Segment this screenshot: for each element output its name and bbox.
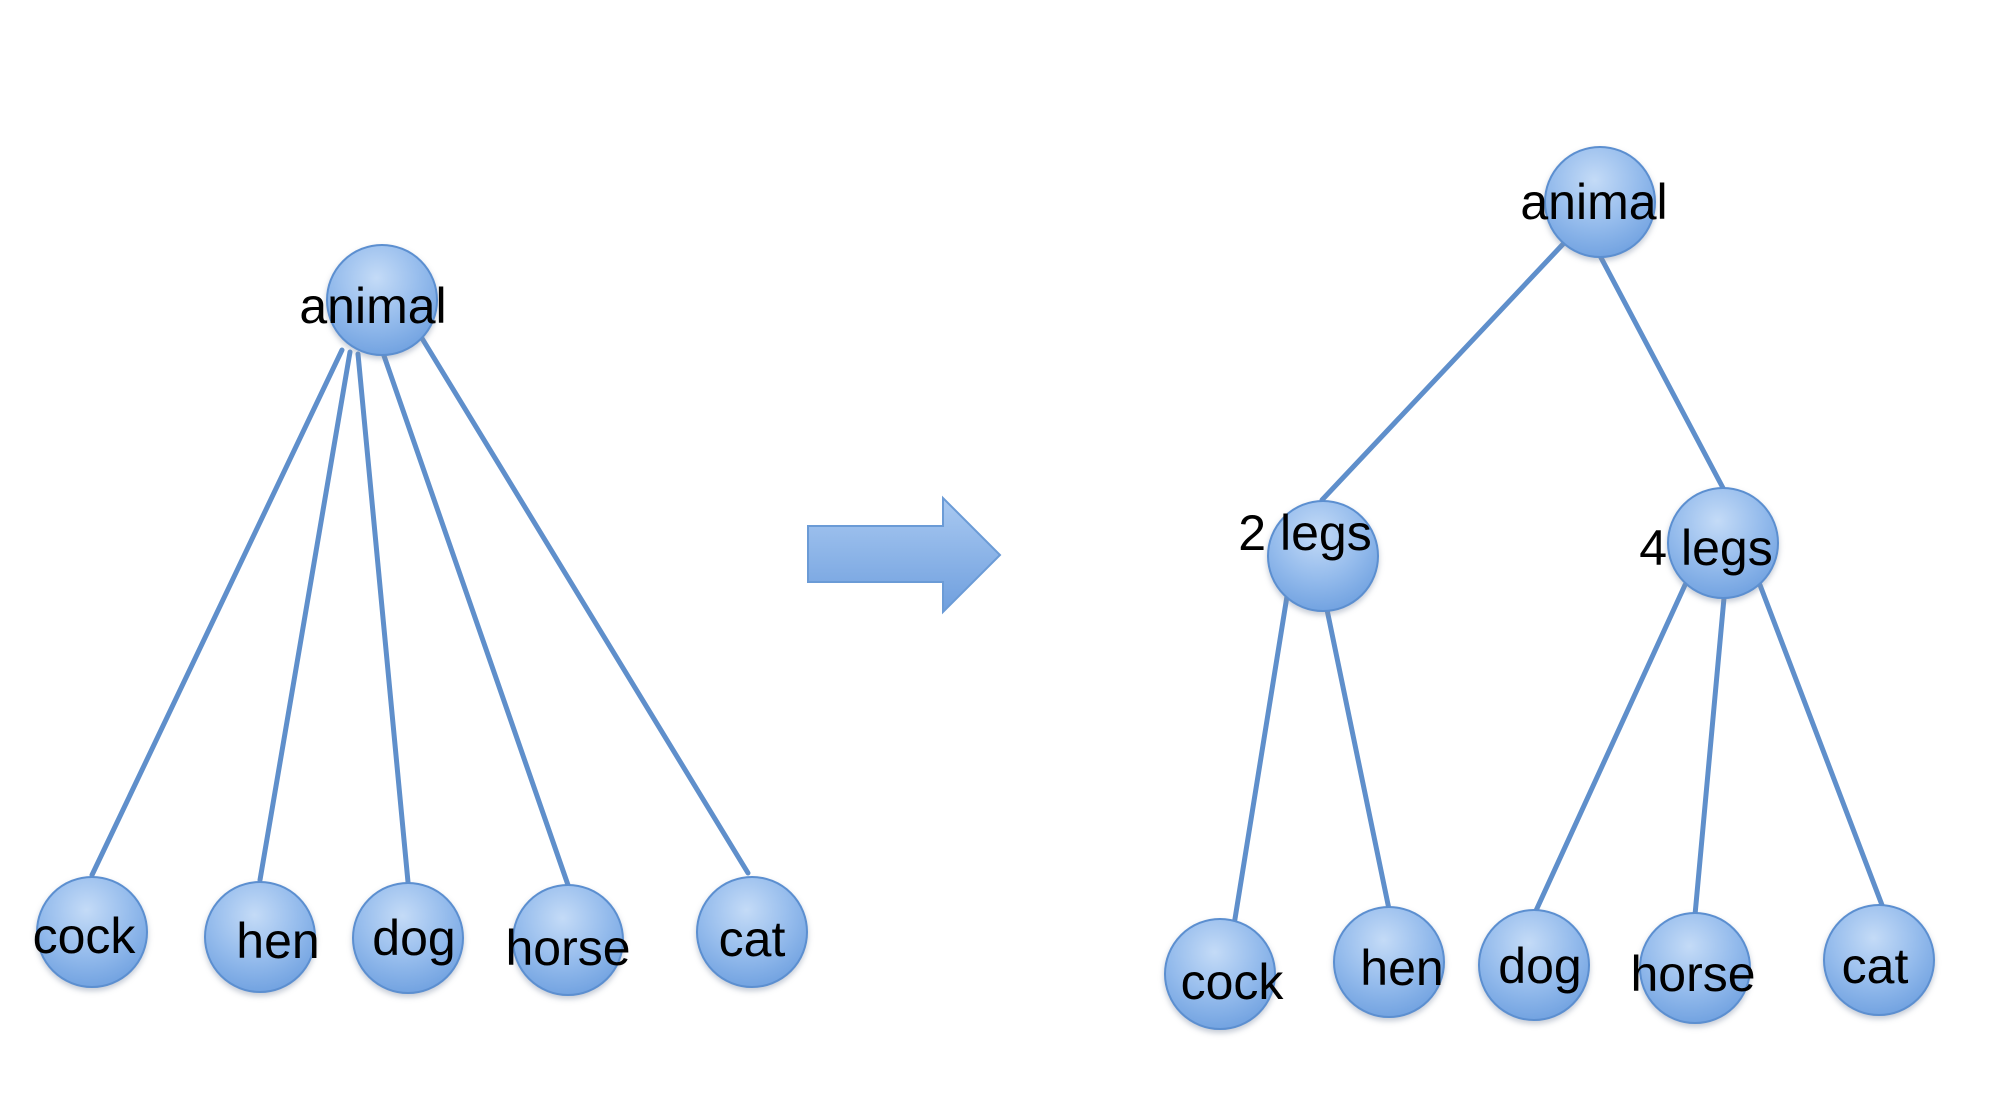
- right-tree: animal 2 legs 4 legs cock hen dog horse: [1164, 146, 1935, 1030]
- edge-animal-2legs: [1319, 239, 1568, 503]
- right-leaf-label: dog: [1498, 938, 1581, 994]
- left-leaf-label: hen: [236, 913, 319, 969]
- left-leaf-label: dog: [372, 910, 455, 966]
- group-label: 4 legs: [1639, 520, 1772, 576]
- right-leaf-label: cat: [1842, 938, 1909, 994]
- group-label: 2 legs: [1238, 505, 1371, 561]
- group-node-2-legs: 2 legs: [1238, 500, 1379, 612]
- edge-2legs-cock: [1231, 587, 1291, 928]
- group-node-4-legs: 4 legs: [1639, 487, 1779, 599]
- left-leaf-hen: hen: [204, 881, 320, 993]
- edge-animal-cock: [89, 347, 345, 878]
- right-leaf-hen: hen: [1333, 906, 1445, 1018]
- left-tree: animal cock hen dog horse cat: [33, 244, 808, 996]
- left-leaf-cock: cock: [33, 876, 148, 988]
- right-leaf-label: cock: [1181, 954, 1285, 1010]
- right-root-label: animal: [1520, 174, 1667, 230]
- edge-animal-cat: [417, 332, 751, 876]
- left-root-label: animal: [299, 278, 446, 334]
- edge-4legs-dog: [1531, 582, 1688, 918]
- edge-2legs-hen: [1322, 597, 1393, 917]
- right-leaf-label: hen: [1360, 940, 1443, 996]
- edge-4legs-cat: [1757, 582, 1885, 908]
- edge-animal-horse: [379, 347, 571, 888]
- left-leaf-cat: cat: [696, 876, 808, 988]
- left-leaf-label: cock: [33, 908, 137, 964]
- left-root-node: animal: [299, 244, 447, 356]
- right-leaf-cock: cock: [1164, 918, 1285, 1030]
- left-leaf-horse: horse: [505, 884, 631, 996]
- edge-4legs-horse: [1692, 595, 1727, 918]
- right-tree-edges: [1231, 239, 1885, 928]
- left-tree-edges: [89, 332, 751, 888]
- left-leaf-label: cat: [719, 911, 786, 967]
- edge-animal-hen: [257, 349, 353, 883]
- right-root-node: animal: [1520, 146, 1668, 258]
- right-leaf-dog: dog: [1478, 909, 1590, 1021]
- right-arrow-icon: [807, 495, 1002, 615]
- left-leaf-dog: dog: [352, 882, 464, 994]
- edge-animal-4legs: [1595, 249, 1726, 491]
- left-leaf-label: horse: [505, 920, 630, 976]
- edge-animal-dog: [355, 351, 411, 885]
- right-leaf-cat: cat: [1823, 904, 1935, 1016]
- right-leaf-horse: horse: [1630, 912, 1756, 1024]
- right-leaf-label: horse: [1630, 946, 1755, 1002]
